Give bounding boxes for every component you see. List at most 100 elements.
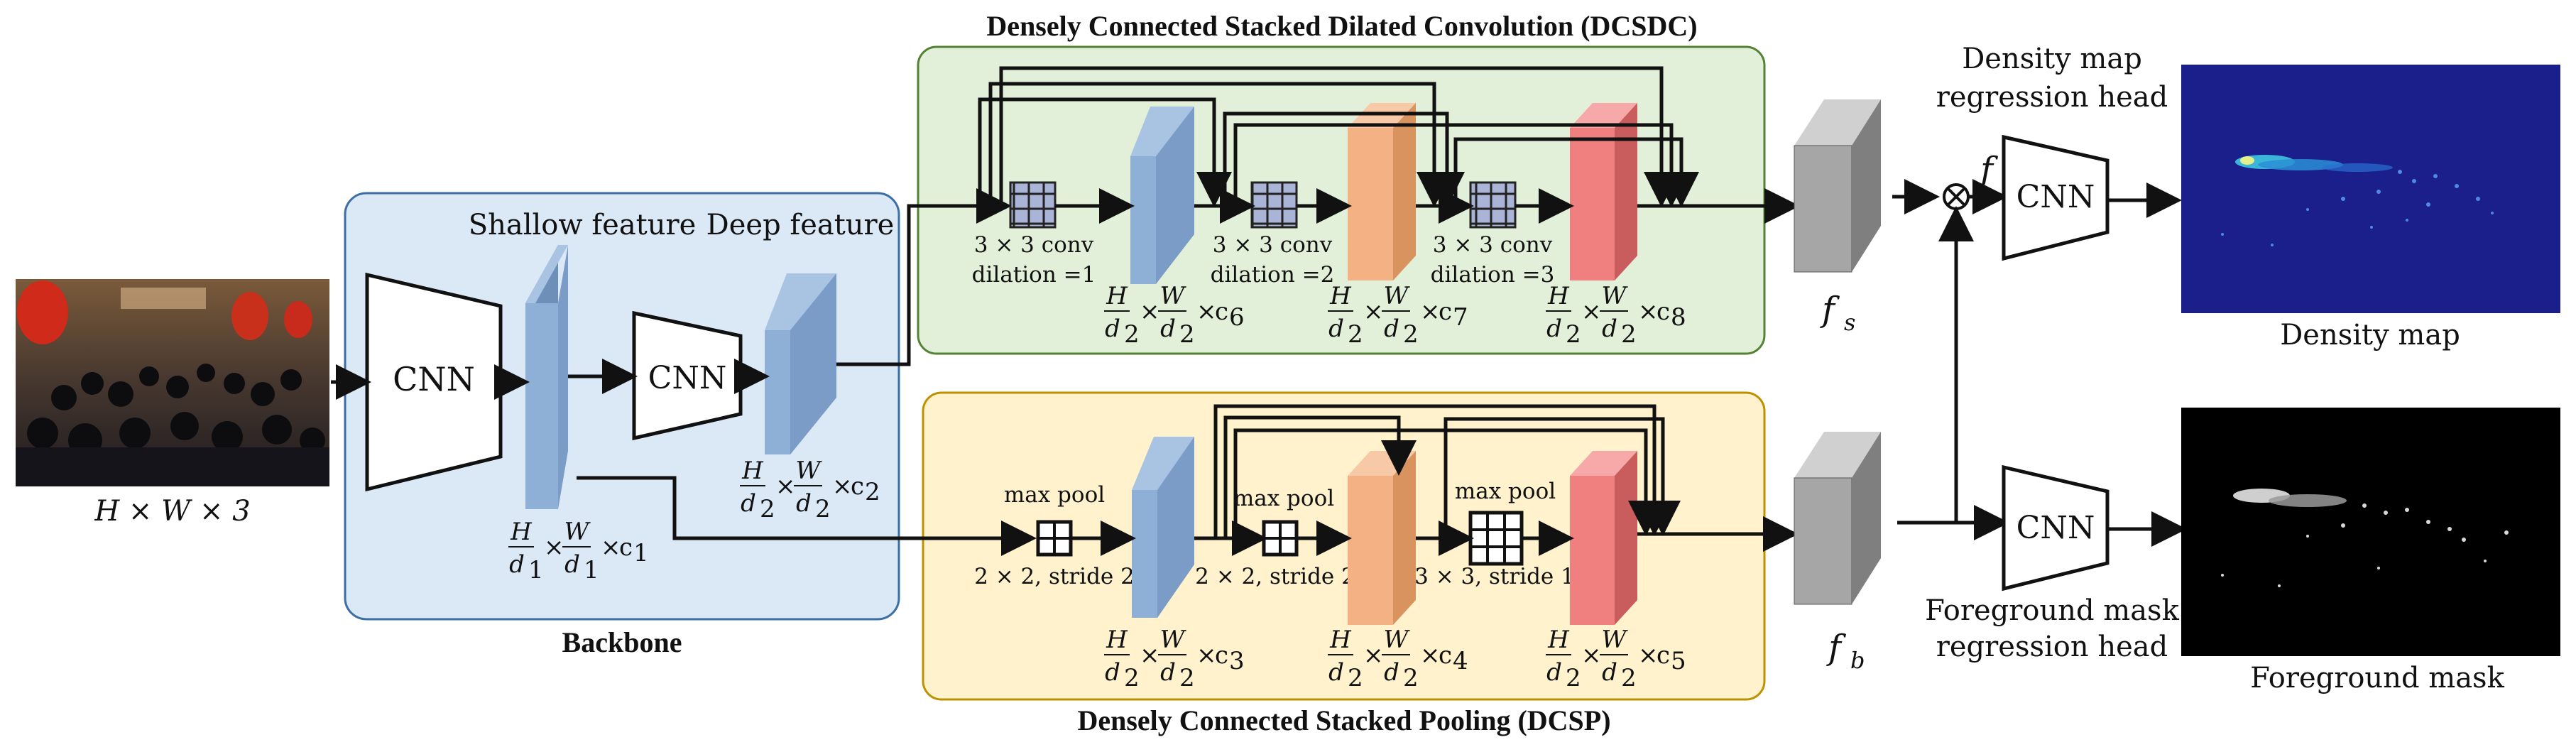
dcsp-op-2-line1: max pool — [1233, 486, 1334, 511]
svg-text:2: 2 — [1348, 320, 1363, 349]
svg-text:d: d — [1160, 658, 1176, 687]
foreground-mask-image — [2181, 408, 2560, 656]
input-size-label: H × W × 3 — [94, 495, 250, 528]
svg-text:2: 2 — [1403, 320, 1419, 349]
svg-text:d: d — [1546, 658, 1562, 687]
svg-text:H: H — [1547, 626, 1570, 654]
svg-text:×: × — [1638, 641, 1659, 670]
dcsdc-feature-red — [1570, 103, 1637, 280]
dcsdc-dim-2: H d 2 × W d 2 × c 7 — [1328, 282, 1468, 349]
backbone-cnn-1-label: CNN — [393, 360, 475, 398]
svg-text:W: W — [1160, 282, 1187, 310]
svg-text:5: 5 — [1671, 647, 1686, 675]
svg-text:2: 2 — [1566, 320, 1581, 349]
wire-shallow-to-dcsp — [577, 476, 1037, 556]
f-label: f — [1978, 150, 1998, 190]
svg-text:d: d — [1105, 658, 1120, 687]
dcsp-skip-2 — [1223, 415, 1417, 538]
backbone-title: Backbone — [562, 626, 682, 658]
svg-text:d: d — [1602, 315, 1617, 343]
svg-text:d: d — [564, 550, 580, 579]
svg-text:×: × — [775, 472, 796, 501]
svg-text:×: × — [832, 472, 853, 501]
dcsdc-op-2-line2: dilation =2 — [1211, 262, 1335, 288]
svg-text:2: 2 — [1179, 320, 1195, 349]
dcsp-dim-1: H d 2 × W d 2 × c 3 — [1104, 626, 1245, 692]
svg-text:2: 2 — [760, 495, 775, 523]
svg-text:H: H — [1329, 626, 1352, 654]
svg-text:d: d — [1384, 315, 1399, 343]
dcsdc-skip-6 — [1453, 137, 1699, 207]
svg-text:d: d — [741, 489, 756, 518]
mask-head-title-2: regression head — [1936, 631, 2168, 663]
svg-text:2: 2 — [1566, 664, 1581, 692]
svg-text:H: H — [1547, 282, 1570, 310]
mask-head-cnn — [2002, 464, 2110, 592]
svg-text:×: × — [1140, 641, 1160, 670]
dcsp-skip-3 — [1233, 428, 1664, 538]
density-head-cnn-label: CNN — [2016, 179, 2095, 215]
backbone-cnn-2-label: CNN — [648, 360, 727, 396]
dcsp-op-3-line1: max pool — [1455, 479, 1556, 504]
input-crowd-image — [16, 279, 329, 486]
wire-deep-to-dcsdc — [836, 188, 1012, 366]
svg-text:×: × — [1363, 298, 1384, 326]
svg-text:W: W — [564, 518, 591, 546]
mask-head-cnn-label: CNN — [2016, 510, 2095, 546]
svg-text:d: d — [1328, 315, 1344, 343]
deep-feature-label: Deep feature — [706, 209, 895, 241]
svg-text:×: × — [1581, 641, 1602, 670]
fs-feature-cube — [1794, 99, 1881, 273]
svg-text:d: d — [1384, 658, 1399, 687]
svg-text:2: 2 — [1403, 664, 1419, 692]
fb-label-sub: b — [1850, 647, 1865, 674]
svg-text:×: × — [1638, 298, 1659, 326]
svg-text:×: × — [1420, 298, 1441, 326]
svg-text:c: c — [1439, 298, 1452, 326]
svg-text:H: H — [510, 518, 533, 546]
dcsdc-conv-icon-3 — [1469, 181, 1517, 229]
density-map-image — [2181, 65, 2560, 313]
dcsp-pool-icon-3 — [1468, 511, 1524, 566]
svg-text:2: 2 — [1179, 664, 1195, 692]
backbone-panel — [344, 192, 900, 621]
svg-text:2: 2 — [1621, 664, 1637, 692]
dcsp-dim-2: H d 2 × W d 2 × c 4 — [1328, 626, 1468, 692]
dcsp-op-3-line2: 3 × 3, stride 1 — [1414, 564, 1575, 589]
dcsdc-dim-1: H d 2 × W d 2 × c 6 — [1104, 282, 1245, 349]
fb-feature-cube — [1794, 432, 1881, 605]
dcsp-title: Densely Connected Stacked Pooling (DCSP) — [1077, 704, 1610, 736]
shallow-feature-block — [525, 245, 568, 509]
svg-text:×: × — [601, 533, 621, 562]
svg-text:8: 8 — [1671, 303, 1686, 332]
svg-text:c: c — [619, 533, 633, 562]
density-map-label: Density map — [2280, 319, 2460, 352]
svg-text:d: d — [1160, 315, 1176, 343]
dcsp-skip-4 — [1443, 417, 1681, 538]
dcsp-pool-icon-1 — [1036, 520, 1073, 557]
svg-text:×: × — [1363, 641, 1384, 670]
svg-text:×: × — [1196, 641, 1217, 670]
svg-text:1: 1 — [528, 556, 544, 584]
svg-text:3: 3 — [1229, 647, 1245, 675]
dcsdc-skip-5 — [1233, 123, 1689, 207]
svg-text:4: 4 — [1453, 647, 1468, 675]
foreground-mask-label: Foreground mask — [2250, 662, 2504, 694]
fs-label-sub: s — [1844, 309, 1855, 336]
dcsdc-skip-2 — [988, 82, 1452, 207]
svg-text:×: × — [1140, 298, 1160, 326]
svg-text:d: d — [1105, 315, 1120, 343]
dcsdc-op-2-line1: 3 × 3 conv — [1213, 232, 1333, 258]
svg-text:2: 2 — [1348, 664, 1363, 692]
deep-feature-block — [765, 273, 836, 454]
svg-text:W: W — [1602, 282, 1629, 310]
svg-text:H: H — [741, 457, 764, 485]
backbone-cnn-1 — [365, 272, 503, 492]
dcsdc-op-1-line1: 3 × 3 conv — [974, 232, 1094, 258]
dcsp-skip-1 — [1213, 404, 1672, 538]
svg-text:d: d — [1546, 315, 1562, 343]
fb-label: f — [1826, 628, 1846, 667]
dcsdc-dim-3: H d 2 × W d 2 × c 8 — [1546, 282, 1686, 349]
dcsp-feature-red — [1570, 451, 1637, 625]
svg-text:2: 2 — [1124, 320, 1140, 349]
